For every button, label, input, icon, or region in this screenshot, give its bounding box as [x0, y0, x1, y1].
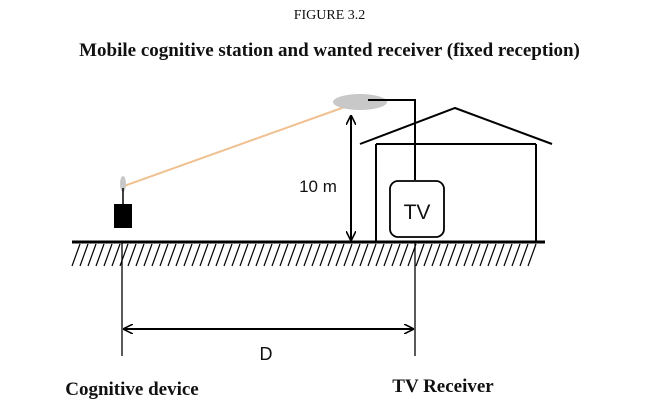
hatch-stroke: [223, 243, 233, 267]
hatch-stroke: [311, 243, 321, 267]
hatch-stroke: [463, 243, 473, 267]
hatch-stroke: [479, 243, 489, 267]
hatch-stroke: [367, 243, 377, 267]
rooftop-antenna: [333, 94, 387, 110]
hatch-stroke: [471, 243, 481, 267]
hatch-stroke: [79, 243, 89, 267]
height-label: 10 m: [299, 177, 337, 196]
radio-link-line: [123, 103, 354, 187]
hatch-stroke: [415, 243, 425, 267]
hatch-stroke: [279, 243, 289, 267]
hatch-stroke: [87, 243, 97, 267]
hatch-stroke: [455, 243, 465, 267]
hatch-stroke: [495, 243, 505, 267]
hatch-stroke: [71, 243, 81, 267]
hatch-stroke: [287, 243, 297, 267]
hatch-stroke: [255, 243, 265, 267]
hatch-stroke: [271, 243, 281, 267]
hatch-stroke: [199, 243, 209, 267]
figure-title: Mobile cognitive station and wanted rece…: [79, 40, 580, 61]
hatch-stroke: [431, 243, 441, 267]
hatch-stroke: [383, 243, 393, 267]
hatch-stroke: [359, 243, 369, 267]
tv-box: [389, 180, 445, 238]
hatch-stroke: [527, 243, 537, 267]
hatch-stroke: [447, 243, 457, 267]
hatch-stroke: [183, 243, 193, 267]
hatch-stroke: [215, 243, 225, 267]
hatch-stroke: [143, 243, 153, 267]
hatch-stroke: [519, 243, 529, 267]
figure-label: FIGURE 3.2: [293, 8, 366, 23]
hatch-stroke: [111, 243, 121, 267]
hatch-stroke: [263, 243, 273, 267]
hatch-stroke: [327, 243, 337, 267]
hatch-stroke: [399, 243, 409, 267]
hatch-stroke: [391, 243, 401, 267]
hatch-stroke: [239, 243, 249, 267]
hatch-stroke: [351, 243, 361, 267]
ground-hatching: [71, 243, 537, 267]
hatch-stroke: [167, 243, 177, 267]
distance-label: D: [260, 344, 273, 364]
hatch-stroke: [191, 243, 201, 267]
tv-label: TV: [404, 201, 431, 224]
hatch-stroke: [503, 243, 513, 267]
hatch-stroke: [343, 243, 353, 267]
hatch-stroke: [487, 243, 497, 267]
hatch-stroke: [95, 243, 105, 267]
hatch-stroke: [335, 243, 345, 267]
tv-receiver-caption: TV Receiver: [392, 376, 494, 397]
hatch-stroke: [423, 243, 433, 267]
hatch-stroke: [151, 243, 161, 267]
cognitive-device-caption: Cognitive device: [65, 379, 199, 400]
hatch-stroke: [295, 243, 305, 267]
hatch-stroke: [119, 243, 129, 267]
hatch-stroke: [135, 243, 145, 267]
hatch-stroke: [439, 243, 449, 267]
hatch-stroke: [319, 243, 329, 267]
hatch-stroke: [103, 243, 113, 267]
hatch-stroke: [247, 243, 257, 267]
hatch-stroke: [511, 243, 521, 267]
cognitive-device-icon: [114, 204, 132, 228]
house-icon: [359, 106, 553, 242]
hatch-stroke: [127, 243, 137, 267]
hatch-stroke: [303, 243, 313, 267]
hatch-stroke: [231, 243, 241, 267]
device-antenna: [120, 176, 126, 192]
hatch-stroke: [175, 243, 185, 267]
hatch-stroke: [375, 243, 385, 267]
hatch-stroke: [159, 243, 169, 267]
hatch-stroke: [207, 243, 217, 267]
